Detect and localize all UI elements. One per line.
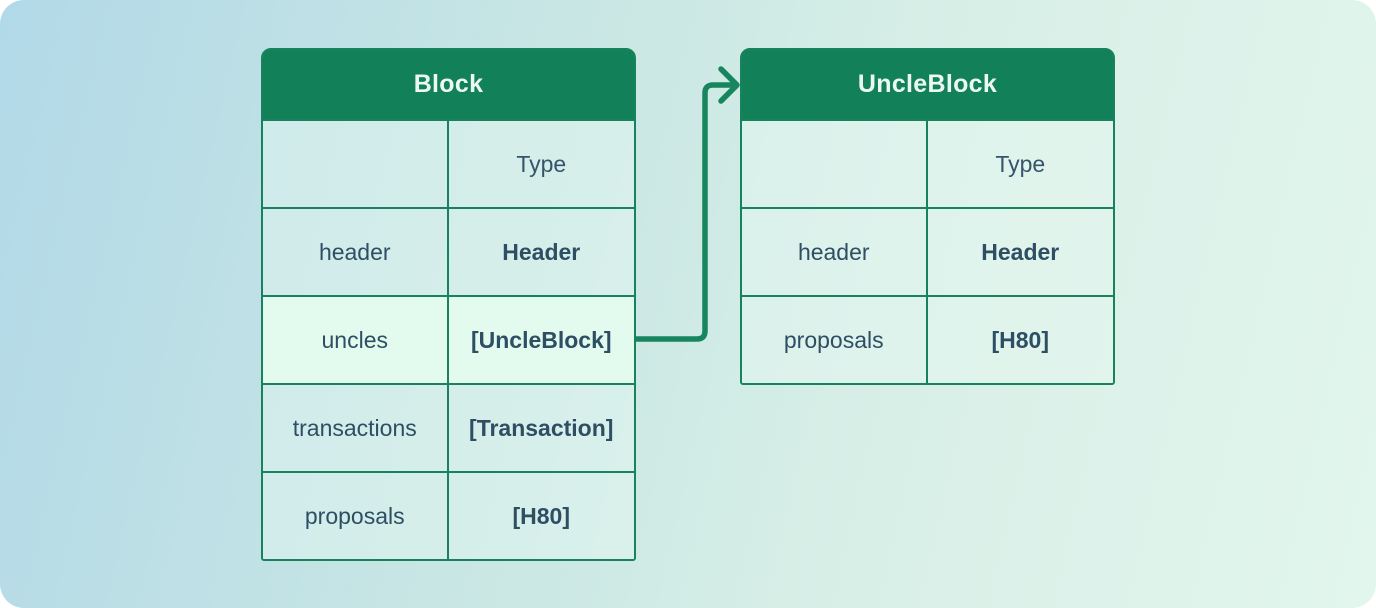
table-row: header Header: [263, 207, 634, 295]
arrow-connector-line: [631, 82, 737, 342]
field-cell: proposals: [263, 473, 449, 559]
table-row: transactions [Transaction]: [263, 383, 634, 471]
block-table-title: Block: [263, 50, 634, 119]
table-row: Type: [742, 119, 1113, 207]
type-column-header: Type: [448, 121, 634, 207]
type-column-header: Type: [927, 121, 1113, 207]
field-cell: uncles: [263, 297, 449, 383]
type-cell: [H80]: [927, 297, 1113, 383]
block-table: Block Type header Header uncles [UncleBl…: [261, 48, 636, 561]
field-cell: header: [742, 209, 928, 295]
type-cell: [H80]: [448, 473, 634, 559]
field-cell: [742, 121, 928, 207]
table-row: proposals [H80]: [263, 471, 634, 559]
table-row-uncles-highlighted: uncles [UncleBlock]: [263, 295, 634, 383]
uncleblock-table-title: UncleBlock: [742, 50, 1113, 119]
type-cell: [Transaction]: [448, 385, 634, 471]
field-cell: [263, 121, 449, 207]
table-row: header Header: [742, 207, 1113, 295]
arrow-head-icon: [718, 66, 740, 104]
field-cell: header: [263, 209, 449, 295]
table-row: Type: [263, 119, 634, 207]
field-cell: transactions: [263, 385, 449, 471]
type-cell: Header: [448, 209, 634, 295]
uncleblock-table: UncleBlock Type header Header proposals …: [740, 48, 1115, 385]
table-row: proposals [H80]: [742, 295, 1113, 383]
type-cell: Header: [927, 209, 1113, 295]
field-cell: proposals: [742, 297, 928, 383]
type-cell: [UncleBlock]: [448, 297, 634, 383]
